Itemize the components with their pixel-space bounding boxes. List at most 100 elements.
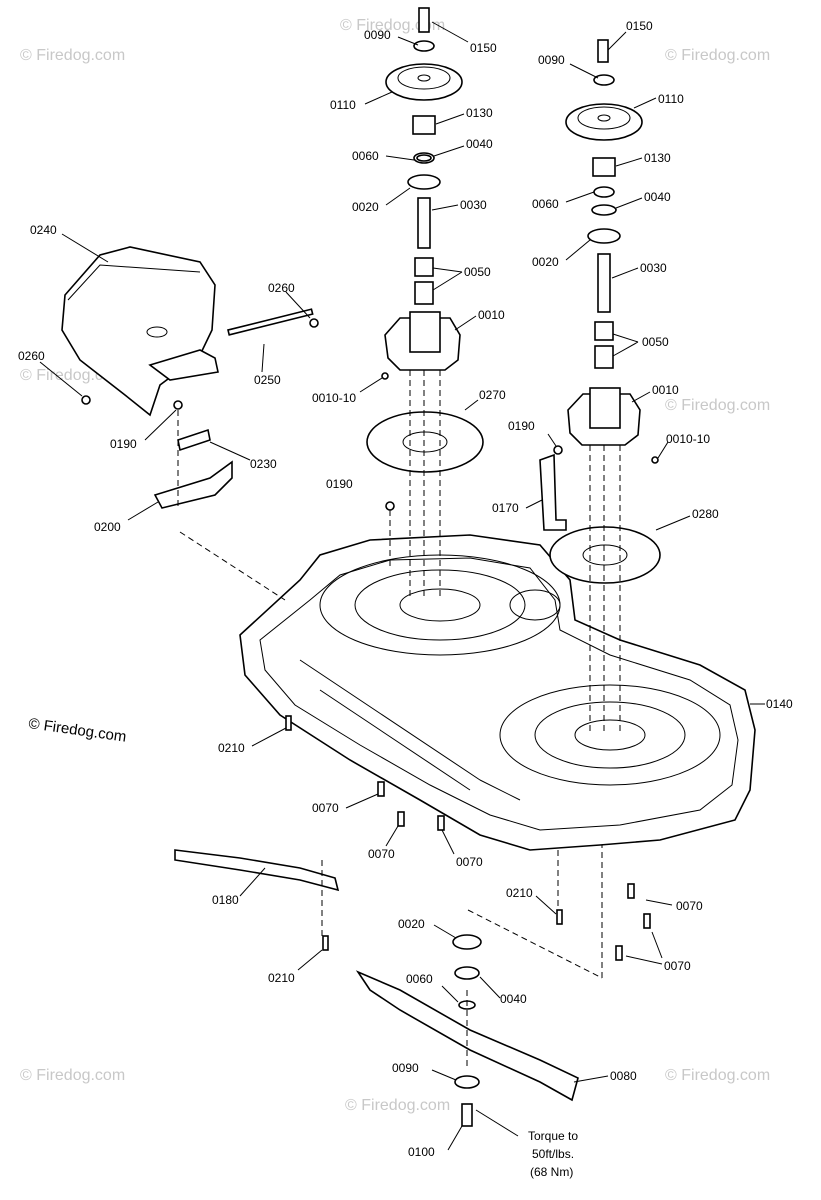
- baffle-0180: [174, 849, 340, 892]
- left-spindle-stack: [366, 7, 484, 511]
- spacer-0050-right-b: [594, 345, 614, 369]
- pulley-0110-right: [565, 103, 643, 141]
- callout-0020: 0020: [352, 200, 379, 214]
- torque-note-line-1: Torque to: [528, 1129, 578, 1143]
- screw-0010-10-right: [651, 456, 659, 464]
- callout-0070: 0070: [676, 899, 703, 913]
- callout-labels: 0150 0090 0110 0130 0060 0040 0020 0030 …: [18, 19, 793, 1159]
- screw-0010-10-left: [381, 372, 389, 380]
- chute-bracket: [148, 349, 219, 381]
- callout-0010: 0010: [652, 383, 679, 397]
- callout-0100: 0100: [408, 1145, 435, 1159]
- callout-0260: 0260: [268, 281, 295, 295]
- rod-0250: [227, 308, 314, 336]
- spacer-0050-left-a: [414, 257, 434, 277]
- callout-0070: 0070: [456, 855, 483, 869]
- screw-0210-c: [556, 909, 563, 925]
- callout-0210: 0210: [218, 741, 245, 755]
- callout-0030: 0030: [640, 261, 667, 275]
- discharge-chute-assembly: [61, 246, 319, 509]
- callout-0150: 0150: [626, 19, 653, 33]
- watermark: © Firedog.com: [20, 47, 125, 64]
- callout-0140: 0140: [766, 697, 793, 711]
- plate-0280: [549, 526, 661, 584]
- washer-0090-lower: [454, 1075, 480, 1089]
- bearing-0130-left: [412, 115, 436, 135]
- callout-0070: 0070: [368, 847, 395, 861]
- pulley-0110-left: [385, 63, 463, 101]
- nut-0190-right: [553, 445, 563, 455]
- bearing-0020-right: [587, 228, 621, 244]
- callout-0200: 0200: [94, 520, 121, 534]
- callout-0010-10: 0010-10: [312, 391, 356, 405]
- alignment-lines: [177, 370, 621, 1068]
- callout-0210: 0210: [506, 886, 533, 900]
- callout-0250: 0250: [254, 373, 281, 387]
- callout-0190: 0190: [508, 419, 535, 433]
- copyright-text: © Firedog.com: [27, 715, 127, 746]
- bearing-0040-right: [591, 204, 617, 216]
- callout-0270: 0270: [479, 388, 506, 402]
- callout-0280: 0280: [692, 507, 719, 521]
- bolt-0070-f: [615, 945, 623, 961]
- blade-0080: [355, 970, 579, 1102]
- shaft-0030-left: [417, 197, 431, 249]
- bolt-0070-d: [627, 883, 635, 899]
- blade-assembly: [355, 934, 579, 1127]
- callout-0210: 0210: [268, 971, 295, 985]
- torque-note-line-2: 50ft/lbs.: [532, 1147, 574, 1161]
- screw-0210-b: [322, 935, 329, 951]
- bolt-0070-c: [437, 815, 445, 831]
- callout-0060: 0060: [352, 149, 379, 163]
- nut-0190-center: [385, 501, 395, 511]
- deck-housing: [239, 534, 756, 851]
- callout-0040: 0040: [466, 137, 493, 151]
- bolt-0070-e: [643, 913, 651, 929]
- washer-0090-right: [593, 74, 615, 86]
- callout-0050: 0050: [642, 335, 669, 349]
- washer-0090-left: [413, 40, 435, 52]
- discharge-chute-0240: [61, 246, 216, 417]
- callout-0230: 0230: [250, 457, 277, 471]
- callout-0190: 0190: [326, 477, 353, 491]
- bearing-0040-left: [416, 154, 432, 162]
- callout-0020: 0020: [398, 917, 425, 931]
- bolt-0070-a: [377, 781, 385, 797]
- bearing-0020-lower: [452, 934, 482, 950]
- callout-0180: 0180: [212, 893, 239, 907]
- callout-0130: 0130: [466, 106, 493, 120]
- callout-0150: 0150: [470, 41, 497, 55]
- bearing-0020-left: [407, 174, 441, 190]
- callout-0080: 0080: [610, 1069, 637, 1083]
- clip-0260-left: [81, 395, 91, 405]
- bearing-0130-right: [592, 157, 616, 177]
- watermark: © Firedog.com: [665, 1067, 770, 1084]
- nut-0190-left: [173, 400, 183, 410]
- clip-0260-right: [309, 318, 319, 328]
- watermark: © Firedog.com: [665, 47, 770, 64]
- callout-0170: 0170: [492, 501, 519, 515]
- spacer-0050-right-a: [594, 321, 614, 341]
- callout-0010: 0010: [478, 308, 505, 322]
- callout-0070: 0070: [664, 959, 691, 973]
- callout-0040: 0040: [644, 190, 671, 204]
- watermark: © Firedog.com: [345, 1097, 450, 1114]
- spacer-0050-left-b: [414, 281, 434, 305]
- plate-0270: [366, 411, 484, 473]
- right-spindle-stack: [539, 39, 661, 584]
- callout-0090: 0090: [364, 28, 391, 42]
- screw-0210-a: [285, 715, 292, 731]
- bearing-0040-lower: [454, 966, 480, 980]
- torque-note: Torque to 50ft/lbs. (68 Nm): [528, 1129, 578, 1179]
- callout-0050: 0050: [464, 265, 491, 279]
- callout-0020: 0020: [532, 255, 559, 269]
- bolt-0150-left: [418, 7, 430, 33]
- callout-0070: 0070: [312, 801, 339, 815]
- callout-0190: 0190: [110, 437, 137, 451]
- bolt-0100: [461, 1103, 473, 1127]
- callout-0010-10: 0010-10: [666, 432, 710, 446]
- bolt-0150-right: [597, 39, 609, 63]
- watermark: © Firedog.com: [20, 1067, 125, 1084]
- torque-note-line-3: (68 Nm): [530, 1165, 573, 1179]
